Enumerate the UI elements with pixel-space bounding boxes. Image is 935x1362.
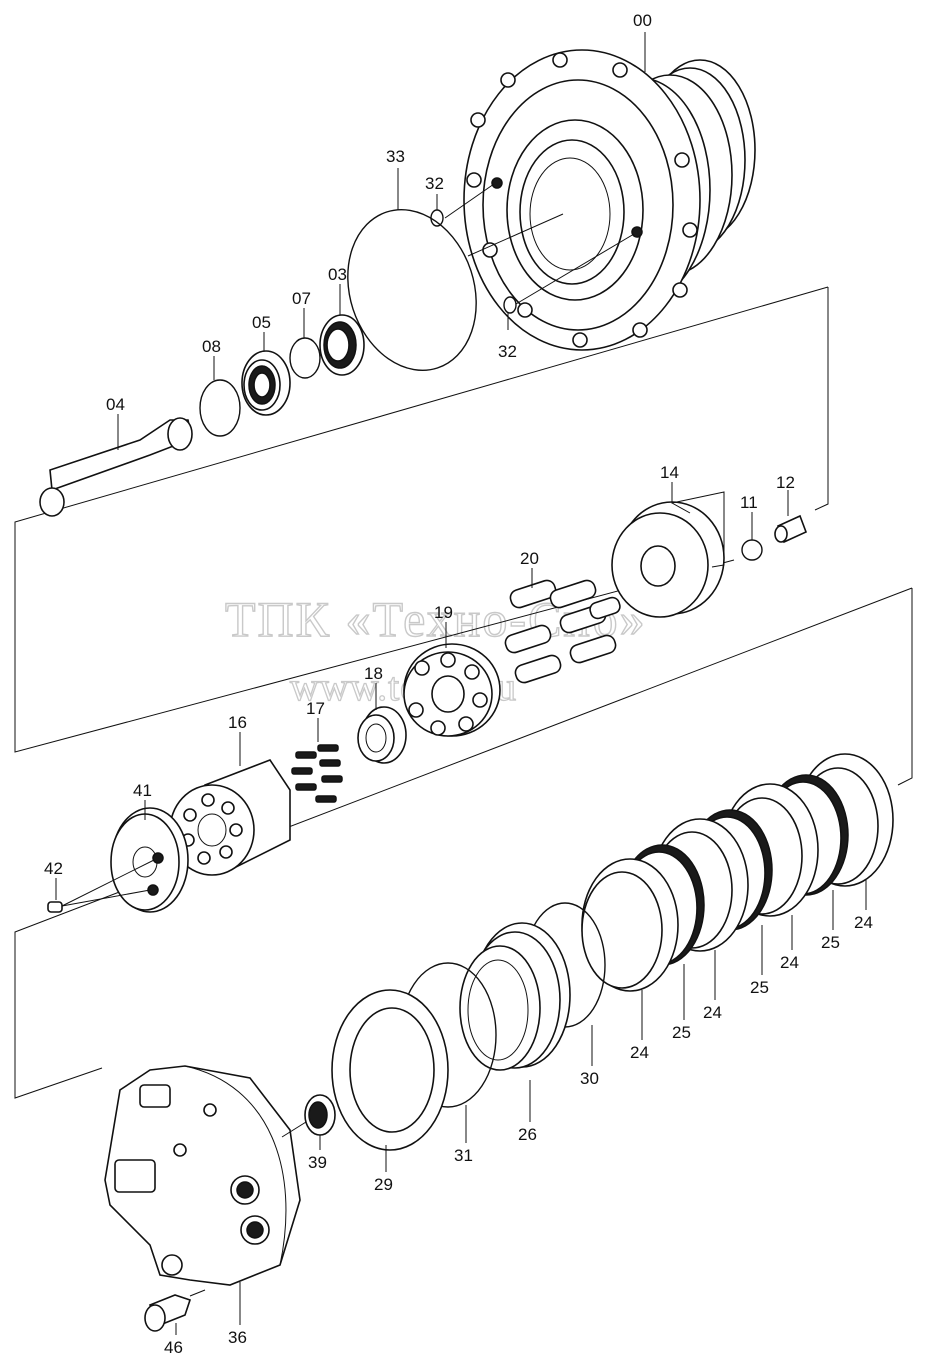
housing-bolt-holes: [466, 52, 698, 348]
label-39: 39: [308, 1153, 327, 1172]
label-04: 04: [106, 395, 125, 414]
label-14: 14: [660, 463, 679, 482]
label-03: 03: [328, 265, 347, 284]
label-26: 26: [518, 1125, 537, 1144]
oil-seal-part-03: [319, 314, 365, 376]
bearing-part-05: [241, 350, 291, 416]
o-ring-part-32-lower: [503, 296, 517, 314]
label-41: 41: [133, 781, 152, 800]
label-24-e: 24: [854, 913, 873, 932]
label-16: 16: [228, 713, 247, 732]
swash-plate-part-14: [611, 501, 725, 618]
label-32-lower: 32: [498, 342, 517, 361]
label-17: 17: [306, 699, 325, 718]
needle-bearing-part-39: [304, 1094, 336, 1136]
shaft-part-04: [39, 417, 193, 517]
label-24-d: 24: [780, 953, 799, 972]
label-31: 31: [454, 1146, 473, 1165]
label-07: 07: [292, 289, 311, 308]
spacer-ring-part-29: [331, 989, 449, 1151]
springs-part-17: [291, 744, 343, 803]
o-ring-part-33: [347, 208, 477, 372]
label-25-b: 25: [672, 1023, 691, 1042]
leader-lines: [55, 32, 867, 1335]
label-25-d: 25: [821, 933, 840, 952]
assembly-outline-upper: [14, 286, 829, 753]
label-00: 00: [633, 11, 652, 30]
snap-ring-part-08: [199, 379, 241, 437]
label-42: 42: [44, 859, 63, 878]
label-46: 46: [164, 1338, 183, 1357]
brake-discs-part-24-25: [581, 753, 894, 992]
label-24-c: 24: [703, 1003, 722, 1022]
pistons-part-20: [504, 579, 621, 684]
retainer-plate-part-19: [403, 643, 501, 737]
label-36: 36: [228, 1328, 247, 1347]
cylinder-block-part-16: [169, 759, 291, 876]
label-11: 11: [740, 493, 758, 512]
valve-plate-part-41: [110, 807, 189, 913]
label-18: 18: [364, 664, 383, 683]
label-29: 29: [374, 1175, 393, 1194]
part-labels: 00 33 32 32 03 07 05 08 04 14 11 12 20 1…: [44, 11, 873, 1357]
plug-part-46: [144, 1294, 192, 1332]
label-05: 05: [252, 313, 271, 332]
rear-flange-part-36: [104, 1065, 301, 1286]
pin-part-42: [47, 901, 63, 913]
ball-part-11: [741, 539, 763, 561]
snap-ring-part-07: [289, 337, 321, 379]
label-30: 30: [580, 1069, 599, 1088]
brake-piston-part-26: [459, 922, 571, 1071]
bushing-part-18: [357, 706, 407, 764]
label-08: 08: [202, 337, 221, 356]
label-20: 20: [520, 549, 539, 568]
label-25-c: 25: [750, 978, 769, 997]
label-24-b: 24: [630, 1043, 649, 1062]
label-32-upper: 32: [425, 174, 444, 193]
label-19: 19: [434, 603, 453, 622]
o-ring-part-32-upper: [430, 209, 444, 227]
label-12: 12: [776, 473, 795, 492]
housing-part-00: [463, 49, 756, 351]
assembly-outline-lower: [14, 587, 913, 1099]
pin-part-12: [774, 514, 808, 544]
label-33: 33: [386, 147, 405, 166]
